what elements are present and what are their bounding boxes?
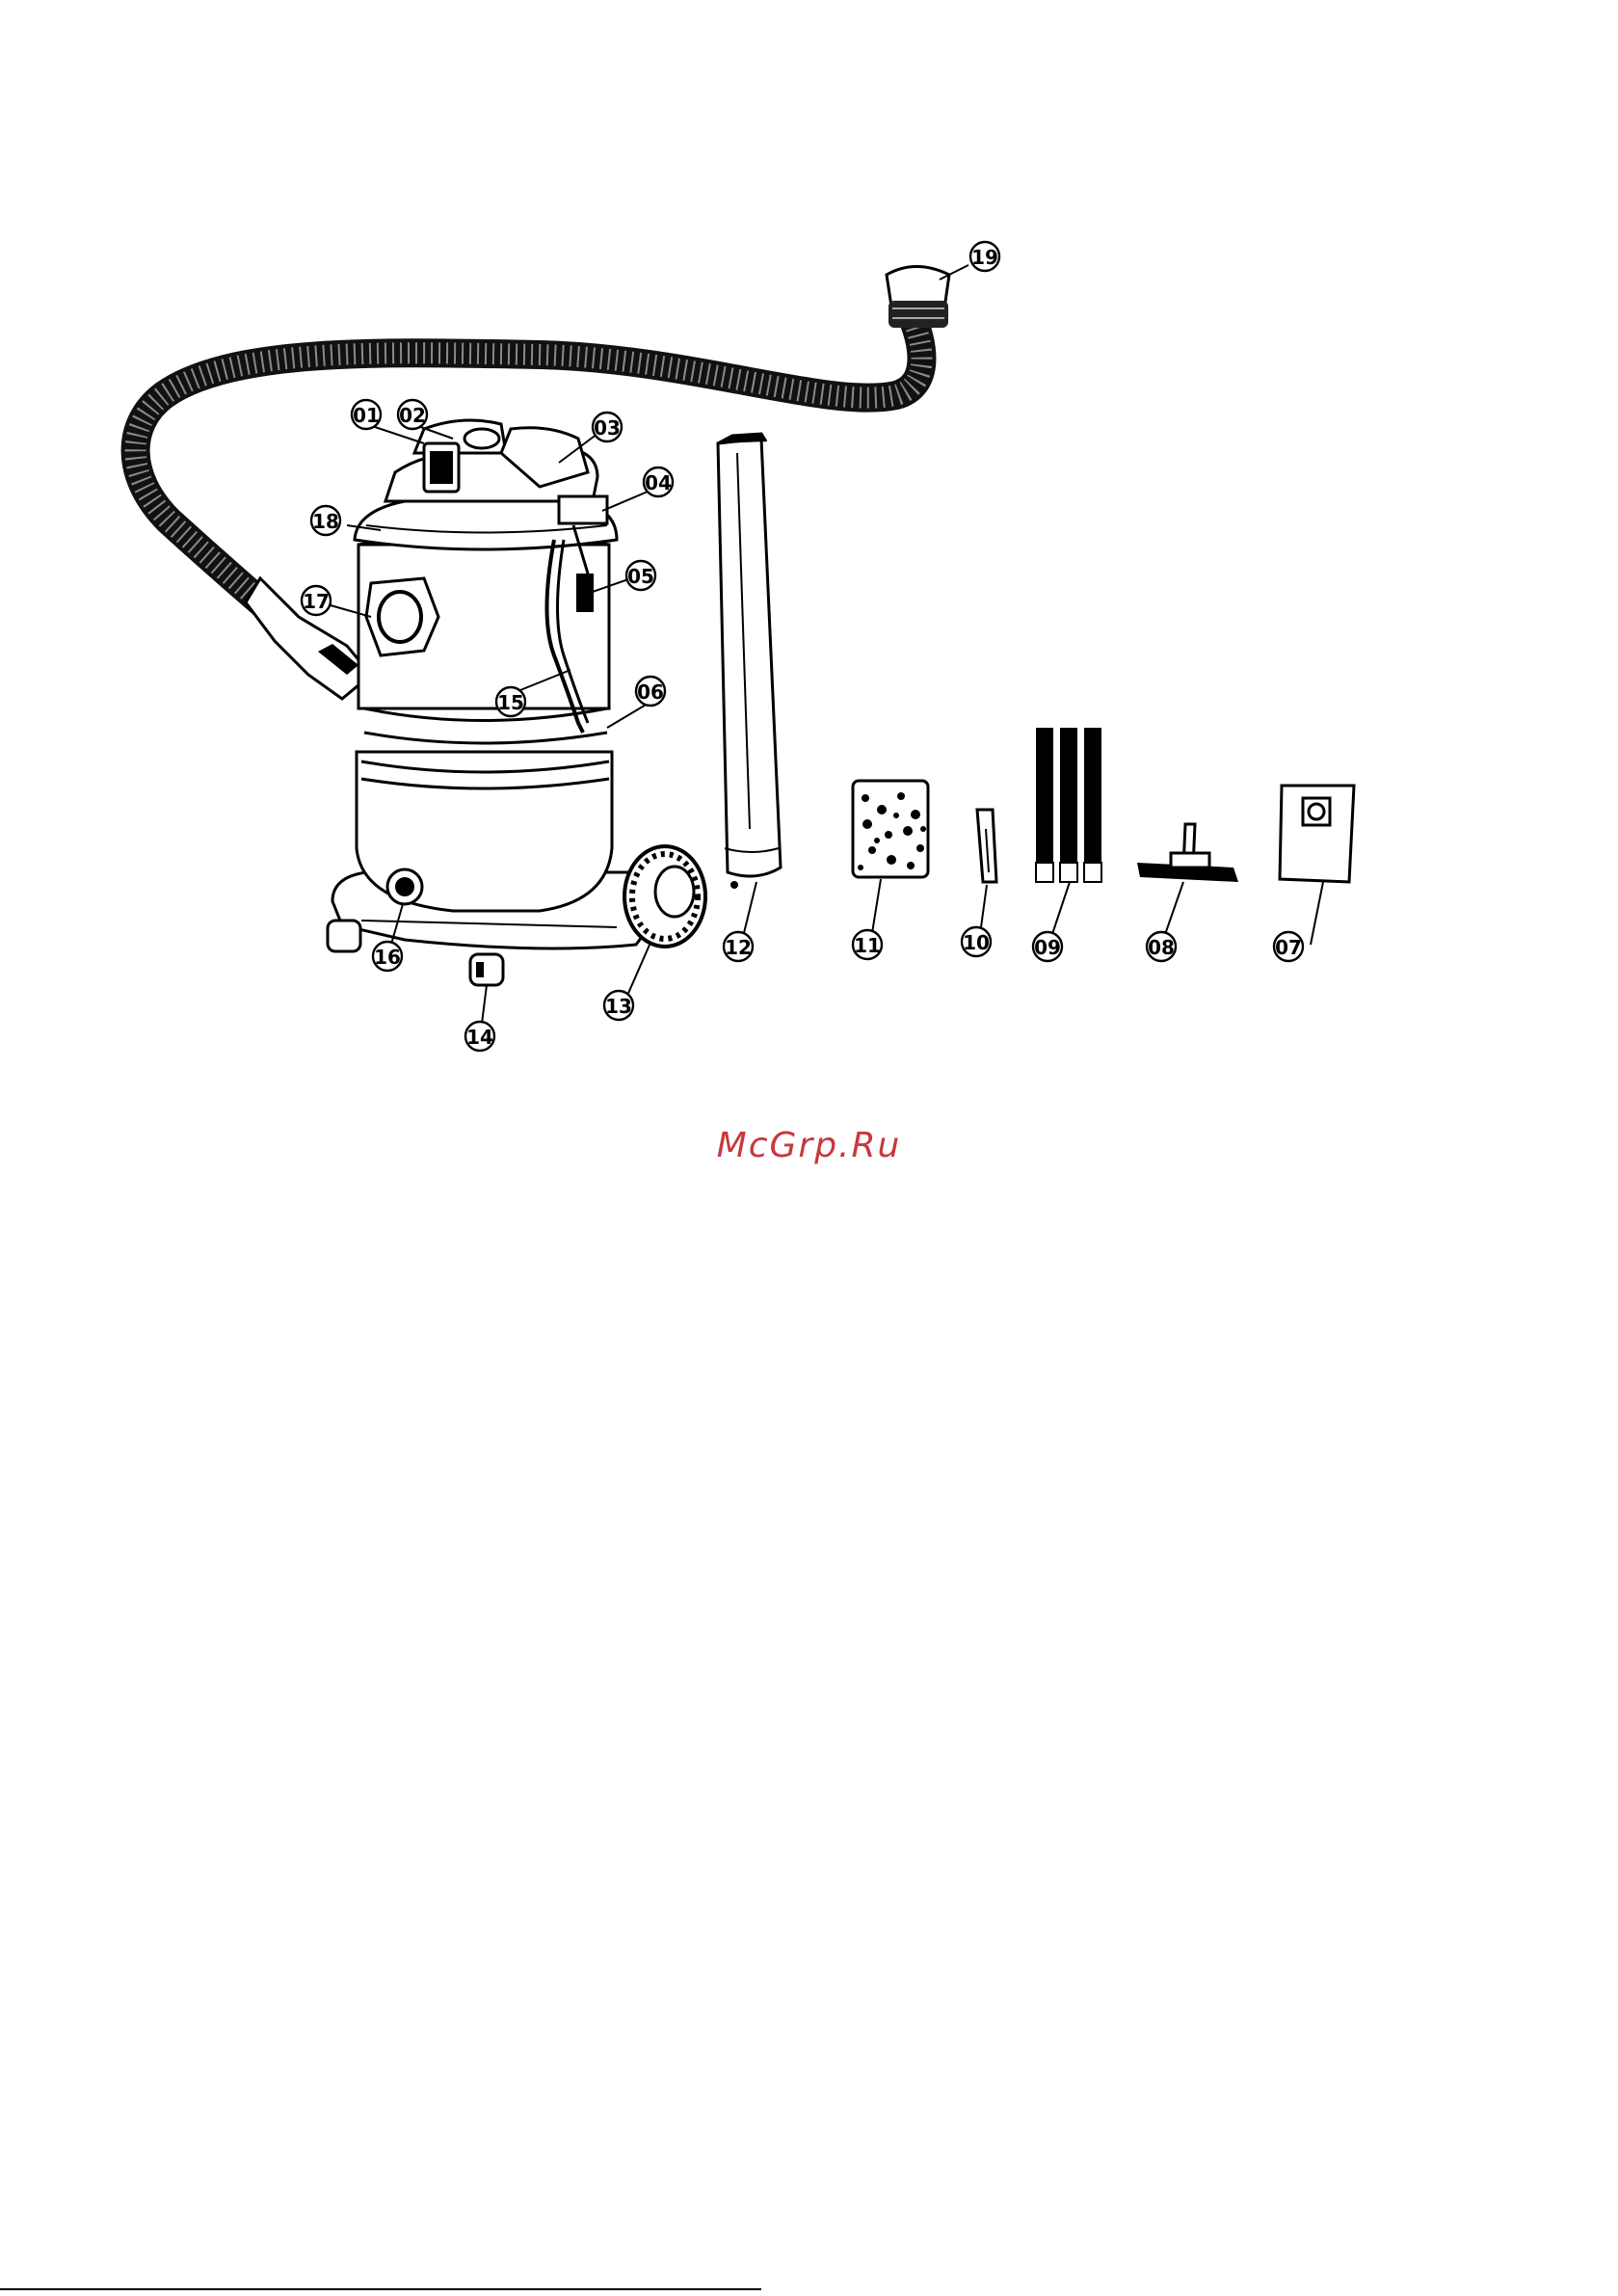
- callout-08: 08: [1147, 932, 1176, 961]
- svg-text:02: 02: [399, 404, 426, 427]
- svg-text:03: 03: [594, 416, 621, 440]
- footer-rule: [0, 2288, 761, 2290]
- callout-12: 12: [724, 932, 753, 961]
- callout-11: 11: [853, 930, 882, 959]
- svg-text:15: 15: [497, 691, 524, 714]
- callout-10: 10: [962, 927, 991, 956]
- callout-03: 03: [593, 413, 622, 441]
- callout-14: 14: [465, 1022, 494, 1051]
- inlet-port: [366, 578, 438, 655]
- floor-nozzle: [1137, 824, 1238, 882]
- drain-plug: [387, 869, 422, 904]
- svg-text:16: 16: [374, 946, 401, 969]
- callout-18: 18: [311, 506, 340, 535]
- svg-text:19: 19: [971, 246, 998, 269]
- rear-wheel: [624, 846, 705, 947]
- svg-text:05: 05: [627, 565, 654, 588]
- svg-text:04: 04: [645, 471, 672, 494]
- svg-text:11: 11: [854, 934, 881, 957]
- foam-filter: [853, 781, 928, 877]
- svg-text:18: 18: [312, 510, 339, 533]
- svg-text:12: 12: [725, 936, 752, 959]
- castor-wheel: [470, 954, 503, 985]
- svg-text:14: 14: [466, 1026, 493, 1049]
- svg-text:08: 08: [1148, 936, 1175, 959]
- svg-text:09: 09: [1034, 936, 1061, 959]
- svg-text:17: 17: [303, 590, 330, 613]
- extension-pipes: [1036, 728, 1101, 882]
- hose-nozzle-cuff: [887, 267, 949, 329]
- callout-06: 06: [636, 677, 665, 706]
- callout-19: 19: [970, 242, 999, 271]
- callout-17: 17: [302, 586, 331, 615]
- crevice-tool: [977, 810, 996, 882]
- callout-01: 01: [352, 400, 381, 429]
- callout-05: 05: [626, 561, 655, 590]
- callout-15: 15: [496, 687, 525, 716]
- svg-text:01: 01: [353, 404, 380, 427]
- callout-13: 13: [604, 991, 633, 1020]
- extension-tube: [718, 434, 781, 889]
- watermark-text: McGrp.Ru: [0, 1126, 1618, 1165]
- svg-text:10: 10: [963, 931, 990, 954]
- svg-text:07: 07: [1275, 936, 1302, 959]
- callout-04: 04: [644, 467, 673, 496]
- svg-text:13: 13: [605, 995, 632, 1018]
- dust-bag: [1280, 786, 1354, 882]
- callout-09: 09: [1033, 932, 1062, 961]
- callout-02: 02: [398, 400, 427, 429]
- svg-text:06: 06: [637, 681, 664, 704]
- callout-16: 16: [373, 942, 402, 971]
- callout-07: 07: [1274, 932, 1303, 961]
